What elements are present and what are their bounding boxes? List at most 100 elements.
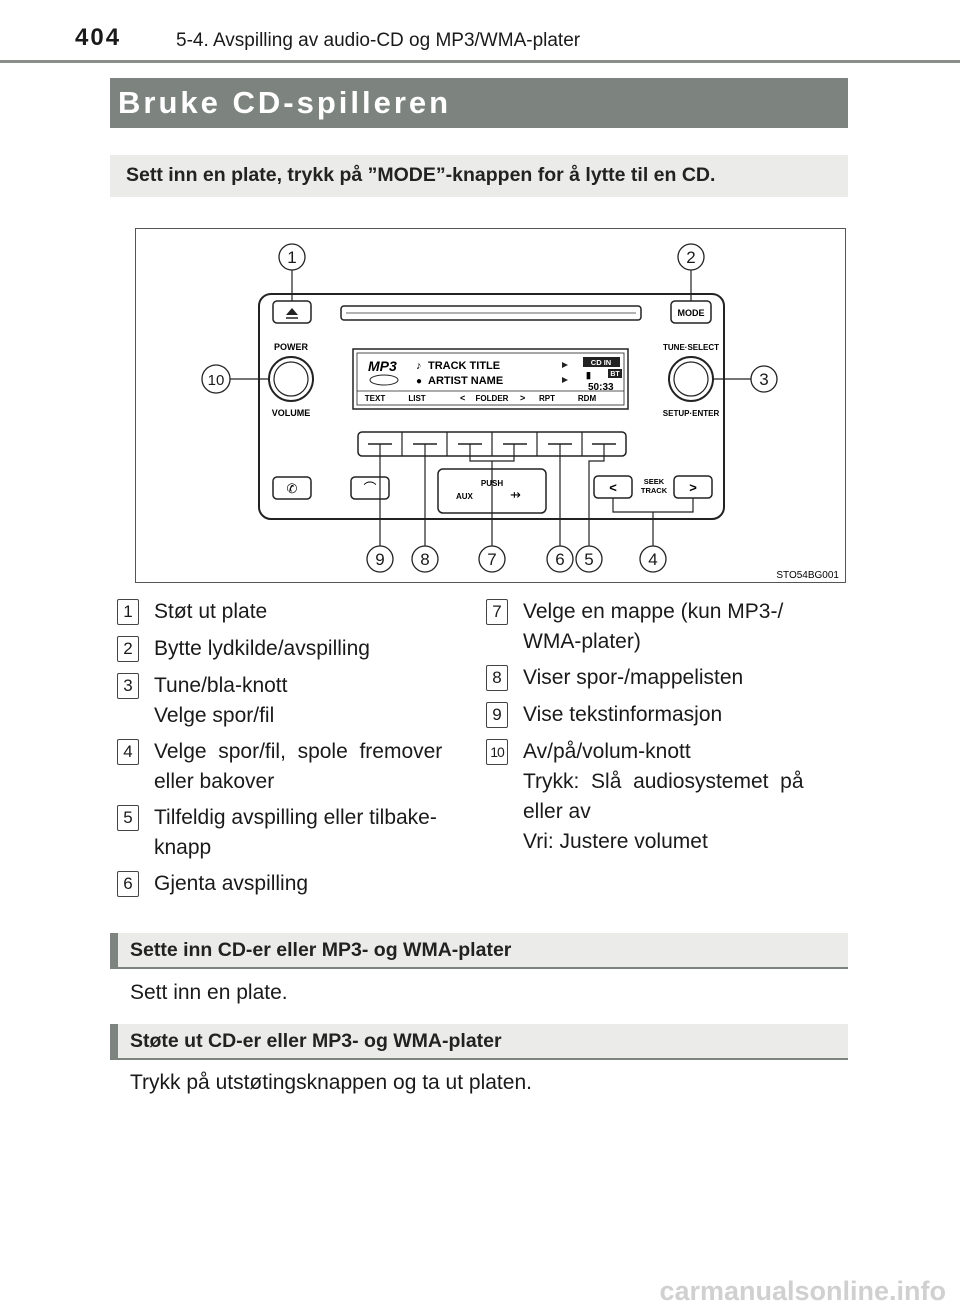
section-body-eject: Trykk på utstøtingsknappen og ta ut plat… (130, 1071, 532, 1094)
section-heading-eject: Støte ut CD-er eller MP3- og WMA-plater (110, 1024, 848, 1060)
seek-label: SEEK (644, 477, 665, 486)
header-rule (0, 60, 960, 63)
setup-enter-label: SETUP·ENTER (663, 409, 720, 418)
svg-text:>: > (520, 393, 525, 403)
item-text: Vise tekstinformasjon (523, 703, 723, 726)
usb-icon: ⇸ (510, 487, 521, 502)
section-banner: Bruke CD-spilleren (110, 78, 848, 128)
callout-8: 8 (420, 550, 429, 569)
audio-unit-illustration: MODE POWER VOLUME TUNE·SELECT SETUP·ENTE… (201, 243, 839, 581)
phone-icon: ✆ (287, 481, 298, 496)
phone-on-hook-button (272, 476, 312, 500)
list-item: 6 Gjenta avspilling (117, 869, 467, 906)
item-text: Velge spor/fil (154, 704, 275, 727)
text-soft-label: TEXT (365, 394, 386, 403)
cd-in-badge: CD IN (591, 358, 611, 367)
track-label: TRACK (641, 486, 668, 495)
list-item: 10 Av/på/volum-knott Trykk: Slå audiosys… (486, 737, 846, 861)
chevron-left-icon: < (609, 480, 617, 495)
chapter-title: 5-4. Avspilling av audio-CD og MP3/WMA-p… (176, 30, 581, 51)
phone-hangup-icon: ⌒ (363, 481, 376, 496)
item-text: Velge spor/fil, spole fremover (154, 740, 443, 763)
item-number: 6 (117, 871, 139, 897)
artist-arrow-icon (562, 377, 568, 383)
banner-title: Bruke CD-spilleren (118, 85, 452, 120)
signal-icon: ▮ (586, 370, 591, 380)
callout-3: 3 (759, 370, 768, 389)
section-title: Støte ut CD-er eller MP3- og WMA-plater (130, 1030, 502, 1052)
callout-4: 4 (648, 550, 657, 569)
item-text: Gjenta avspilling (154, 872, 309, 895)
eject-icon (286, 308, 298, 315)
list-item: 3 Tune/bla-knott Velge spor/fil (117, 671, 467, 737)
audio-unit-figure: MODE POWER VOLUME TUNE·SELECT SETUP·ENTE… (135, 228, 846, 583)
figure-code: STO54BG001 (776, 570, 839, 581)
chevron-right-icon: > (689, 480, 697, 495)
disc-icon (369, 374, 399, 386)
callout-10: 10 (208, 372, 225, 389)
time-readout: 50:33 (588, 382, 614, 393)
power-label: POWER (274, 342, 309, 352)
item-text: Tune/bla-knott (154, 674, 288, 697)
item-number: 10 (486, 739, 508, 765)
item-text: knapp (154, 836, 212, 859)
item-text: Vri: Justere volumet (523, 830, 708, 853)
item-text: Trykk: Slå audiosystemet på (523, 770, 804, 793)
callout-7: 7 (487, 550, 496, 569)
display-screen (352, 348, 629, 410)
item-text: WMA-plater) (523, 630, 641, 653)
list-soft-label: LIST (408, 394, 425, 403)
tune-select-label: TUNE·SELECT (663, 343, 719, 352)
music-note-icon: ♪ (416, 360, 422, 372)
section-heading-insert: Sette inn CD-er eller MP3- og WMA-plater (110, 933, 848, 969)
watermark: carmanualsonline.info (0, 1276, 960, 1307)
items-right-column: 7 Velge en mappe (kun MP3-/ WMA-plater) … (486, 597, 846, 861)
track-arrow-icon (562, 362, 568, 368)
page-number: 404 (75, 24, 122, 51)
track-title-label: TRACK TITLE (428, 360, 500, 372)
item-number: 1 (117, 599, 139, 625)
list-item: 7 Velge en mappe (kun MP3-/ WMA-plater) (486, 597, 846, 663)
svg-text:<: < (460, 393, 465, 403)
volume-label: VOLUME (272, 408, 311, 418)
watermark-text: carmanualsonline.info (659, 1276, 946, 1306)
item-text: eller bakover (154, 770, 275, 793)
list-item: 4 Velge spor/fil, spole fremover eller b… (117, 737, 467, 803)
item-text: Støt ut plate (154, 600, 268, 623)
mode-label: MODE (678, 308, 705, 318)
item-number: 3 (117, 673, 139, 699)
folder-soft-label: FOLDER (476, 394, 509, 403)
section-title: Sette inn CD-er eller MP3- og WMA-plater (130, 939, 512, 961)
rpt-soft-label: RPT (539, 394, 555, 403)
list-item: 1 Støt ut plate (117, 597, 467, 634)
item-number: 5 (117, 805, 139, 831)
item-text: Velge en mappe (kun MP3-/ (523, 600, 784, 623)
item-number: 7 (486, 599, 508, 625)
callout-9: 9 (375, 550, 384, 569)
item-text: Viser spor-/mappelisten (523, 666, 744, 689)
intro-text: Sett inn en plate, trykk på ”MODE”-knapp… (126, 164, 716, 186)
list-item: 8 Viser spor-/mappelisten (486, 663, 846, 700)
item-text: Bytte lydkilde/avspilling (154, 637, 370, 660)
bt-badge: BT (610, 371, 620, 378)
list-item: 5 Tilfeldig avspilling eller tilbake- kn… (117, 803, 467, 869)
mp3-label: MP3 (368, 358, 397, 374)
artist-name-label: ARTIST NAME (428, 375, 503, 387)
callout-6: 6 (555, 550, 564, 569)
item-number: 2 (117, 636, 139, 662)
item-number: 4 (117, 739, 139, 765)
callout-2: 2 (686, 248, 695, 267)
person-icon: ● (416, 376, 422, 387)
section-body-insert: Sett inn en plate. (130, 981, 288, 1004)
list-item: 9 Vise tekstinformasjon (486, 700, 846, 737)
intro-box: Sett inn en plate, trykk på ”MODE”-knapp… (110, 155, 848, 197)
rdm-soft-label: RDM (578, 394, 597, 403)
item-text: Tilfeldig avspilling eller tilbake- (154, 806, 437, 829)
item-number: 8 (486, 665, 508, 691)
item-text: eller av (523, 800, 591, 823)
callout-1: 1 (287, 248, 296, 267)
aux-label: AUX (456, 492, 474, 501)
item-number: 9 (486, 702, 508, 728)
callout-5: 5 (584, 550, 593, 569)
items-left-column: 1 Støt ut plate 2 Bytte lydkilde/avspill… (117, 597, 467, 906)
